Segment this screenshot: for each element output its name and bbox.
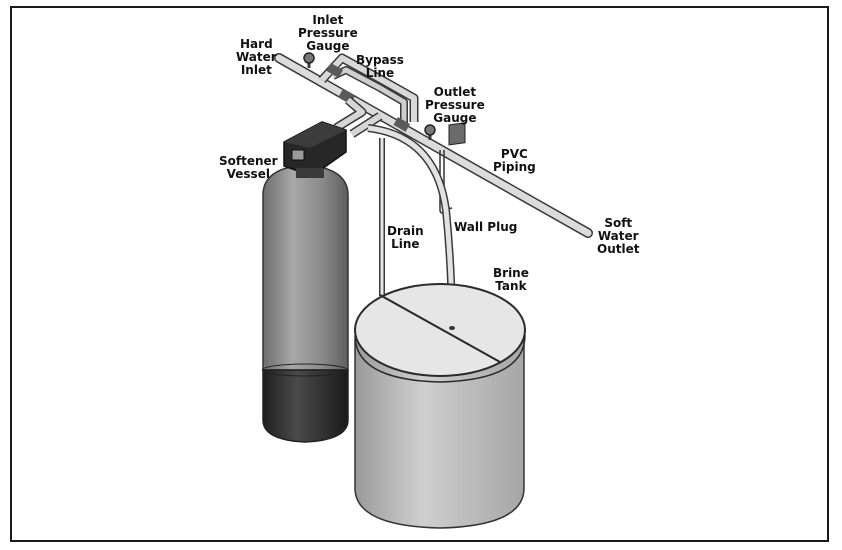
- label-wall-plug: Wall Plug: [454, 220, 518, 234]
- brine-tank: [354, 283, 526, 529]
- softener-vessel: [262, 164, 349, 443]
- outlet-pressure-gauge: [424, 124, 436, 140]
- pvc-main-pipe: [274, 53, 593, 238]
- inlet-pressure-gauge: [303, 52, 315, 68]
- softener-connection-pipes: [333, 96, 383, 138]
- control-valve-head: [283, 121, 347, 178]
